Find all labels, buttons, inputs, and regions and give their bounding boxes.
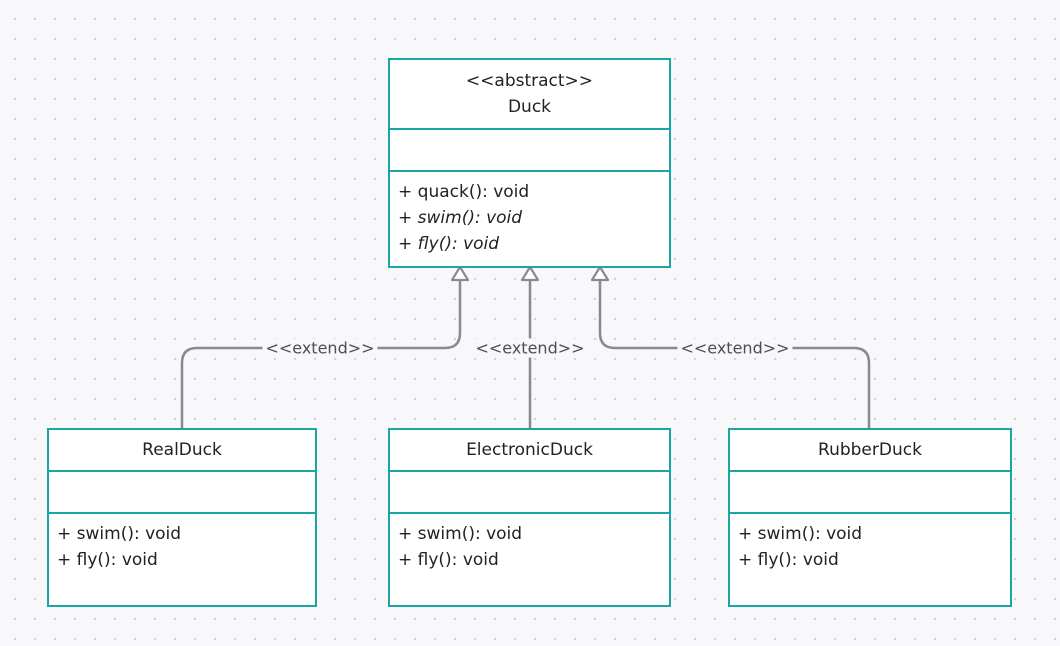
class-name-compartment: RealDuck — [49, 430, 315, 472]
class-duck[interactable]: <<abstract>> Duck + quack(): void + swim… — [388, 58, 671, 268]
class-name: RubberDuck — [818, 440, 922, 460]
class-name: ElectronicDuck — [466, 440, 593, 460]
operation-fly: + fly(): void — [57, 550, 158, 570]
operations-compartment: + swim(): void + fly(): void — [730, 514, 1010, 573]
operations-compartment: + quack(): void + swim(): void + fly(): … — [390, 172, 669, 266]
operation-fly-abstract: + fly(): void — [398, 234, 500, 254]
attributes-compartment — [49, 472, 315, 514]
class-stereotype: <<abstract>> — [465, 71, 594, 91]
attributes-compartment — [390, 472, 669, 514]
operation-swim: + swim(): void — [57, 524, 182, 544]
relation-label-electronicduck: <<extend>> — [472, 338, 588, 358]
operation-swim-abstract: + swim(): void — [398, 208, 523, 228]
generalization-arrowhead-icon — [450, 265, 470, 282]
class-name-compartment: <<abstract>> Duck — [390, 60, 669, 130]
relation-label-realduck: <<extend>> — [262, 338, 378, 358]
attributes-compartment — [730, 472, 1010, 514]
class-name-compartment: RubberDuck — [730, 430, 1010, 472]
attributes-compartment — [390, 130, 669, 172]
generalization-arrowhead-icon — [520, 265, 540, 282]
class-name: Duck — [507, 97, 552, 117]
operation-fly: + fly(): void — [398, 550, 499, 570]
operations-compartment: + swim(): void + fly(): void — [390, 514, 669, 573]
class-rubberduck[interactable]: RubberDuck + swim(): void + fly(): void — [728, 428, 1012, 607]
operation-quack: + quack(): void — [398, 182, 530, 202]
operation-swim: + swim(): void — [398, 524, 523, 544]
operation-swim: + swim(): void — [738, 524, 863, 544]
class-name: RealDuck — [142, 440, 222, 460]
generalization-arrowhead-icon — [590, 265, 610, 282]
relation-label-rubberduck: <<extend>> — [677, 338, 793, 358]
operations-compartment: + swim(): void + fly(): void — [49, 514, 315, 573]
class-electronicduck[interactable]: ElectronicDuck + swim(): void + fly(): v… — [388, 428, 671, 607]
operation-fly: + fly(): void — [738, 550, 839, 570]
class-name-compartment: ElectronicDuck — [390, 430, 669, 472]
class-realduck[interactable]: RealDuck + swim(): void + fly(): void — [47, 428, 317, 607]
